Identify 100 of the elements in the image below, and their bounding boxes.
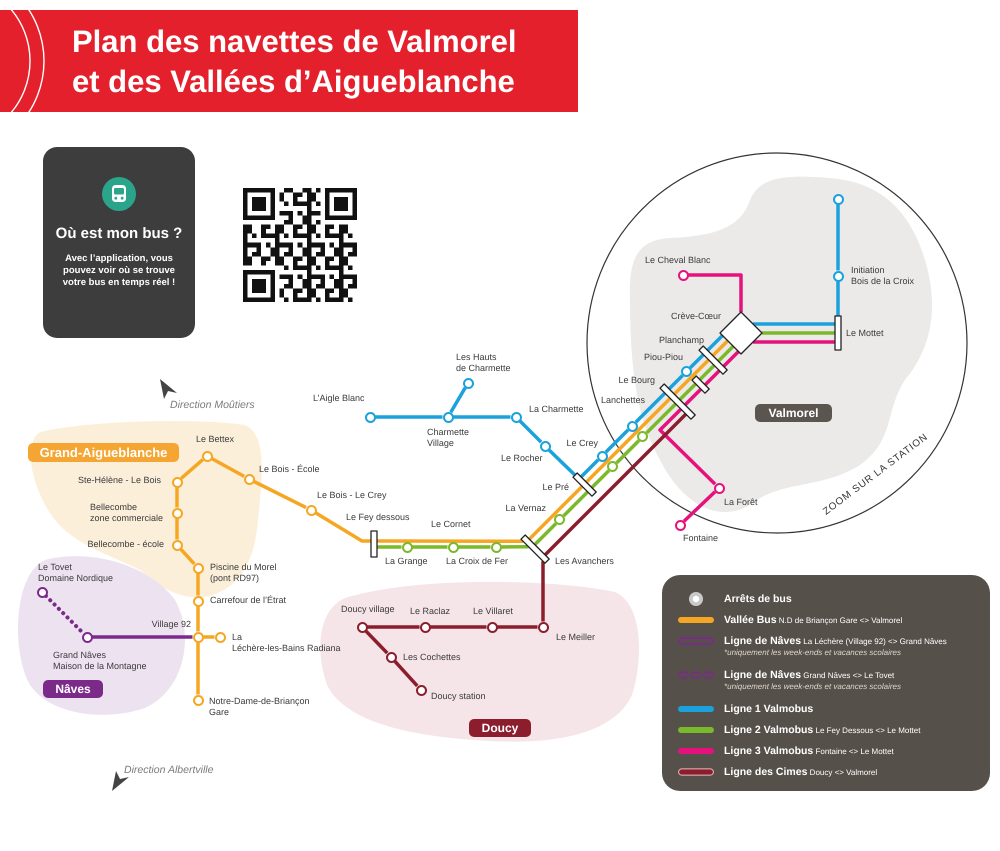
stop-circle (192, 632, 204, 642)
route-line (376, 415, 442, 419)
transfer-bar (572, 472, 598, 498)
stop-circle (596, 450, 608, 462)
route-line (210, 457, 246, 478)
route-line (92, 635, 192, 639)
route-line (175, 518, 179, 540)
route-line (204, 635, 214, 639)
route-line (722, 350, 740, 368)
stop-name: Doucy station (431, 691, 486, 702)
legend-note: *uniquement les week-ends et vacances scolaires (724, 648, 901, 658)
legend-text: Ligne 3 Valmobus Fontaine <> Le Mottet (724, 744, 894, 759)
stop-name: Le Villaret (473, 606, 513, 616)
route-line (175, 488, 179, 508)
stop-circle (540, 440, 550, 452)
transfer-bar (520, 534, 550, 564)
route-line (634, 392, 666, 424)
legend-text: Arrêts de bus (724, 592, 792, 606)
stop-name: Les Cochettes (403, 652, 461, 662)
stop-name: Lanchettes (600, 395, 645, 406)
stop-name: Piou-Piou (644, 352, 683, 362)
stop-circle (364, 412, 376, 422)
route-line (544, 412, 688, 556)
route-line (518, 420, 542, 444)
route-line (548, 448, 576, 476)
route-line (562, 490, 589, 518)
legend-note: *uniquement les week-ends et vacances scolaires (724, 682, 901, 692)
route-line (44, 594, 86, 636)
route-line (673, 358, 710, 396)
stop-name: Notre-Dame-de-Briançon Gare (209, 696, 310, 717)
transfer-diamond (719, 311, 763, 355)
route-line (698, 364, 716, 381)
route-line (615, 439, 640, 464)
legend-text: Ligne 2 Valmobus Le Fey Dessous <> Le Mottet (724, 723, 920, 738)
stop-circle (214, 632, 226, 642)
transfer-bar (658, 382, 696, 420)
route-line (377, 545, 402, 549)
stop-name: Initiation Bois de la Croix (851, 265, 914, 286)
stop-circle (607, 461, 618, 472)
route-line (682, 490, 716, 522)
route-line (836, 282, 840, 316)
stop-name: La Charmette (529, 404, 584, 414)
route-line (590, 469, 610, 489)
route-line (430, 625, 486, 629)
route-line (541, 561, 545, 622)
route-line (762, 331, 835, 335)
stop-circle (192, 694, 204, 706)
stop-circle (674, 520, 686, 530)
stop-circle (306, 504, 316, 516)
stop-name: La Forêt (724, 497, 758, 508)
stop-name: Le Rocher (501, 453, 543, 464)
card-text: Avec l’application, vous pouvez voir où se trouve votre bus en temps réel ! (62, 253, 176, 289)
stop-circle (554, 514, 566, 526)
card-heading: Où est mon bus ? (54, 225, 184, 243)
stop-name: La Grange (385, 556, 428, 566)
route-line (368, 625, 420, 629)
stop-name: Doucy village (341, 604, 395, 614)
stop-name: Le Meiller (556, 632, 596, 642)
route-line (498, 625, 538, 629)
route-line (717, 345, 734, 362)
route-line (658, 408, 716, 486)
route-line (449, 386, 467, 414)
legend-text: Ligne de Nâves Grand Nâves <> Le Tovet (724, 668, 894, 683)
stop-name: Le Crey (566, 438, 598, 448)
stop-name: Le Bourg (618, 375, 655, 386)
stop-name: Le Fey dessous (346, 512, 410, 522)
title: Plan des navettes de Valmorel et des Vallées d’Aigueblanche (72, 23, 517, 101)
route-line (604, 428, 630, 454)
legend-text: Ligne des Cimes Doucy <> Valmorel (724, 765, 878, 780)
stop-name: La Vernaz (505, 503, 546, 514)
route-line (836, 204, 840, 270)
stop-name: Le Cornet (431, 519, 471, 530)
stop-circle (462, 378, 474, 388)
route-line (179, 548, 196, 566)
stop-name: L’Aigle Blanc (313, 393, 365, 404)
route-line (585, 397, 672, 484)
stop-name: Crève-Cœur (670, 311, 721, 322)
stop-name: La Croix de Fer (446, 556, 508, 566)
transfer-bar (834, 315, 842, 351)
stop-circle (510, 412, 522, 422)
stop-name: Grand Nâves Maison de la Montagne (53, 650, 147, 671)
stop-circle (442, 412, 454, 422)
transfer-bar (698, 345, 729, 376)
route-line (377, 539, 524, 543)
legend-text: Vallée Bus N.D de Briançon Gare <> Valmorel (724, 613, 902, 628)
stop-circle (637, 431, 648, 442)
zone-label: Grand-Aigueblanche (28, 443, 179, 462)
transfer-bar (690, 374, 710, 394)
route-line (180, 458, 204, 480)
route-line (688, 273, 743, 312)
stop-name: Ste-Hélène - Le Bois (78, 475, 161, 486)
route-line (314, 511, 371, 543)
stop-name: Piscine du Morel (pont RD97) (210, 562, 277, 583)
stop-name: Le Bois - École (259, 464, 320, 474)
route-line (753, 322, 835, 326)
route-line (704, 369, 721, 386)
route-line (678, 382, 697, 401)
stop-name: Le Pré (542, 482, 569, 492)
route-line (458, 545, 490, 549)
direction-label: Direction Moûtiers (170, 399, 255, 412)
